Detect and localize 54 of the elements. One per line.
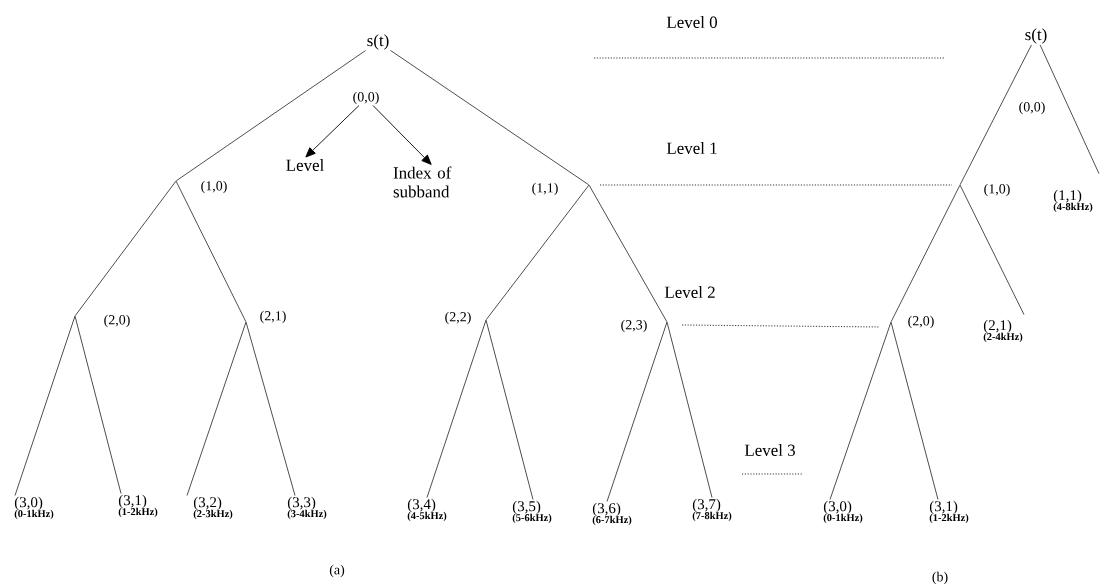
tree-branch (426, 319, 487, 498)
level-label: Level 3 (744, 444, 795, 456)
tree-branch (74, 315, 122, 494)
leaf-label: (3,6) (6-7kHz) (592, 502, 632, 526)
leaf-label: (3,1) (1-2kHz) (929, 500, 969, 524)
leaf-label: (3,1) (1-2kHz) (118, 494, 158, 518)
leaf-label: (2,1) (2-4kHz) (983, 319, 1023, 343)
subband-label: (2,0) (104, 314, 130, 328)
tree-branch (175, 50, 366, 182)
panel-caption: (b) (932, 571, 948, 585)
tree-branch (959, 184, 1025, 315)
leaf-label: (3,5) (5-6kHz) (512, 500, 552, 524)
leaf-label: (3,0) (0-1kHz) (823, 500, 863, 524)
annotation-arrow (372, 105, 432, 165)
root-label: s(t) (367, 34, 389, 50)
tree-branch (485, 184, 590, 321)
leaf-label: (3,0) (0-1kHz) (14, 496, 54, 520)
tree-branch (829, 321, 892, 500)
tree-branch (606, 321, 668, 502)
subband-label: (1,1) (532, 182, 558, 196)
leaf-label: (3,4) (4-5kHz) (407, 498, 447, 522)
leaf-label: (1,1) (4-8kHz) (1053, 189, 1093, 213)
tree-branch (74, 180, 177, 317)
leaf-label: (3,7) (7-8kHz) (692, 498, 732, 522)
tree-branch (186, 321, 247, 496)
level-label: Level 0 (666, 16, 717, 28)
leaf-label: (3,3) (3-4kHz) (287, 496, 327, 520)
tree-branch (890, 184, 961, 323)
tree-branch (588, 184, 668, 323)
tree-branch (175, 180, 247, 323)
tree-branch (390, 50, 590, 186)
subband-label: (2,0) (908, 315, 934, 329)
subband-label: (2,1) (260, 310, 286, 324)
annotation-arrow (305, 105, 360, 158)
subband-label: (0,0) (1019, 101, 1045, 115)
tree-branch (1039, 44, 1100, 174)
tree-branch (485, 319, 534, 500)
tree-branch (14, 315, 76, 496)
tree-branch (890, 321, 939, 500)
subband-label: (2,3) (621, 319, 647, 333)
subband-label: (2,2) (445, 311, 471, 325)
subband-label: (0,0) (353, 91, 379, 105)
callout-text: Index of subband (393, 166, 452, 198)
subband-label: (1,0) (201, 180, 227, 194)
subband-label: (1,0) (984, 183, 1010, 197)
tree-branch (959, 44, 1032, 186)
root-label: s(t) (1025, 28, 1047, 44)
tree-branch (666, 321, 713, 498)
level-label: Level 2 (664, 286, 715, 298)
callout-text: Level (286, 159, 324, 171)
level-label: Level 1 (666, 142, 717, 154)
panel-caption: (a) (329, 564, 345, 578)
leaf-label: (3,2) (2-3kHz) (193, 496, 233, 520)
tree-branch (245, 321, 296, 496)
